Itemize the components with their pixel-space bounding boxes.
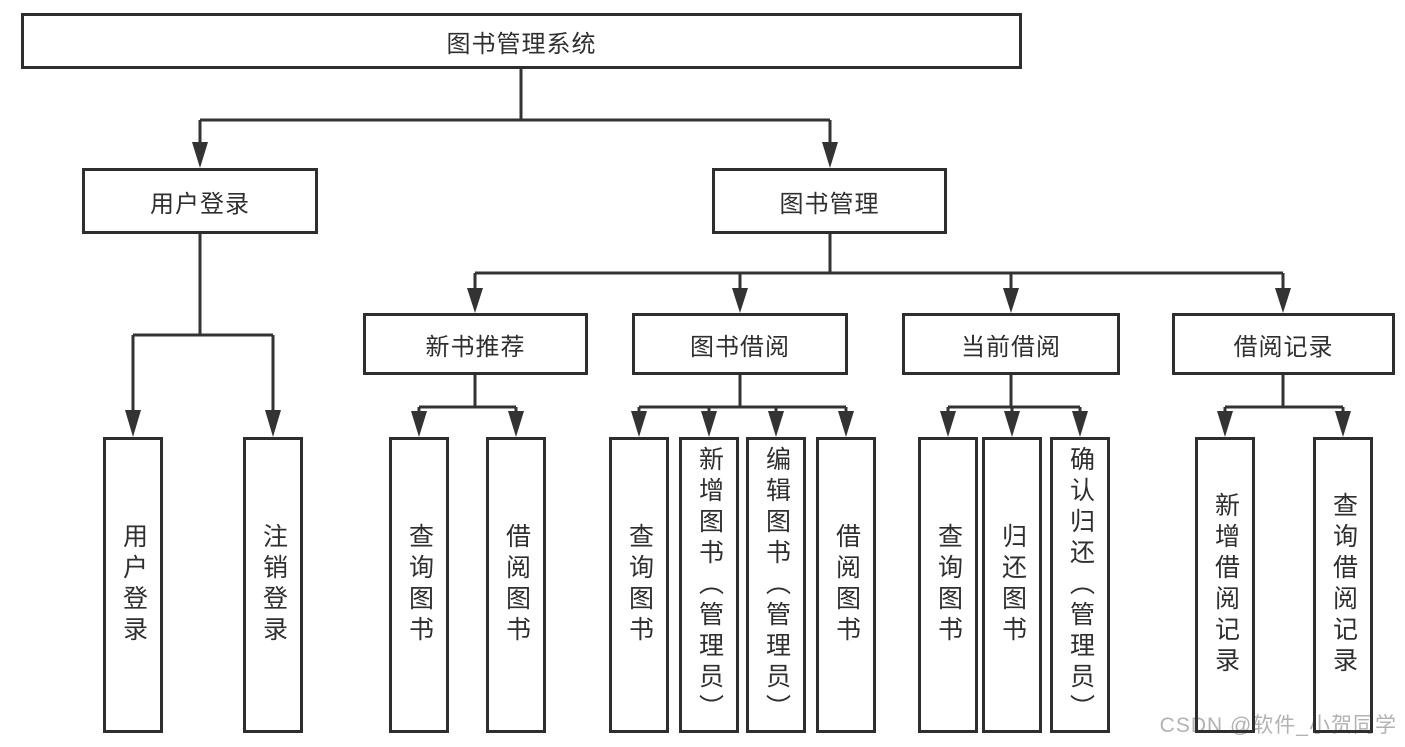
node-label: 图书管理 — [779, 190, 880, 218]
leaf-label: 查询借阅记录 — [1329, 492, 1358, 678]
leaf-query-books: 查询图书 — [609, 437, 669, 733]
leaf-add-books-admin: 新增图书（管理员） — [679, 437, 739, 733]
leaf-label: 用户登录 — [119, 523, 148, 647]
node-label: 借阅记录 — [1233, 333, 1334, 361]
leaf-label: 归还图书 — [998, 523, 1027, 647]
leaf-edit-books-admin: 编辑图书（管理员） — [746, 437, 806, 733]
connector-lines — [131, 67, 1345, 413]
node-label: 用户登录 — [150, 190, 250, 218]
leaf-label: 注销登录 — [259, 523, 288, 647]
arrow-heads — [125, 142, 1351, 437]
leaf-return-books: 归还图书 — [982, 437, 1042, 733]
leaf-label: 查询图书 — [405, 523, 434, 647]
leaf-borrow-books: 借阅图书 — [816, 437, 876, 733]
node-book-management: 图书管理 — [712, 168, 947, 234]
node-label: 当前借阅 — [961, 333, 1061, 361]
node-borrowing-records: 借阅记录 — [1172, 313, 1395, 375]
node-user-login: 用户登录 — [82, 168, 318, 234]
leaf-label: 新增借阅记录 — [1211, 492, 1240, 678]
leaf-label: 借阅图书 — [502, 523, 531, 647]
leaf-label: 确认归还（管理员） — [1066, 445, 1095, 725]
leaf-label: 查询图书 — [934, 523, 963, 647]
leaf-label: 借阅图书 — [832, 523, 861, 647]
leaf-query-books: 查询图书 — [389, 437, 449, 733]
node-book-borrowing: 图书借阅 — [632, 313, 848, 375]
leaf-query-books: 查询图书 — [918, 437, 978, 733]
leaf-add-borrow-record: 新增借阅记录 — [1195, 437, 1255, 733]
node-library-management-system: 图书管理系统 — [21, 13, 1022, 69]
leaf-label: 新增图书（管理员） — [695, 445, 724, 725]
leaf-label: 查询图书 — [625, 523, 654, 647]
node-label: 新书推荐 — [425, 333, 526, 361]
leaf-user-login: 用户登录 — [103, 437, 163, 733]
leaf-confirm-return-admin: 确认归还（管理员） — [1050, 437, 1110, 733]
node-label: 图书借阅 — [690, 333, 790, 361]
leaf-borrow-books: 借阅图书 — [486, 437, 546, 733]
leaf-query-borrow-record: 查询借阅记录 — [1313, 437, 1373, 733]
node-new-book-recommendation: 新书推荐 — [363, 313, 588, 375]
leaf-label: 编辑图书（管理员） — [762, 445, 791, 725]
leaf-logout: 注销登录 — [243, 437, 303, 733]
node-label: 图书管理系统 — [446, 30, 597, 58]
node-current-borrowing: 当前借阅 — [902, 313, 1120, 375]
